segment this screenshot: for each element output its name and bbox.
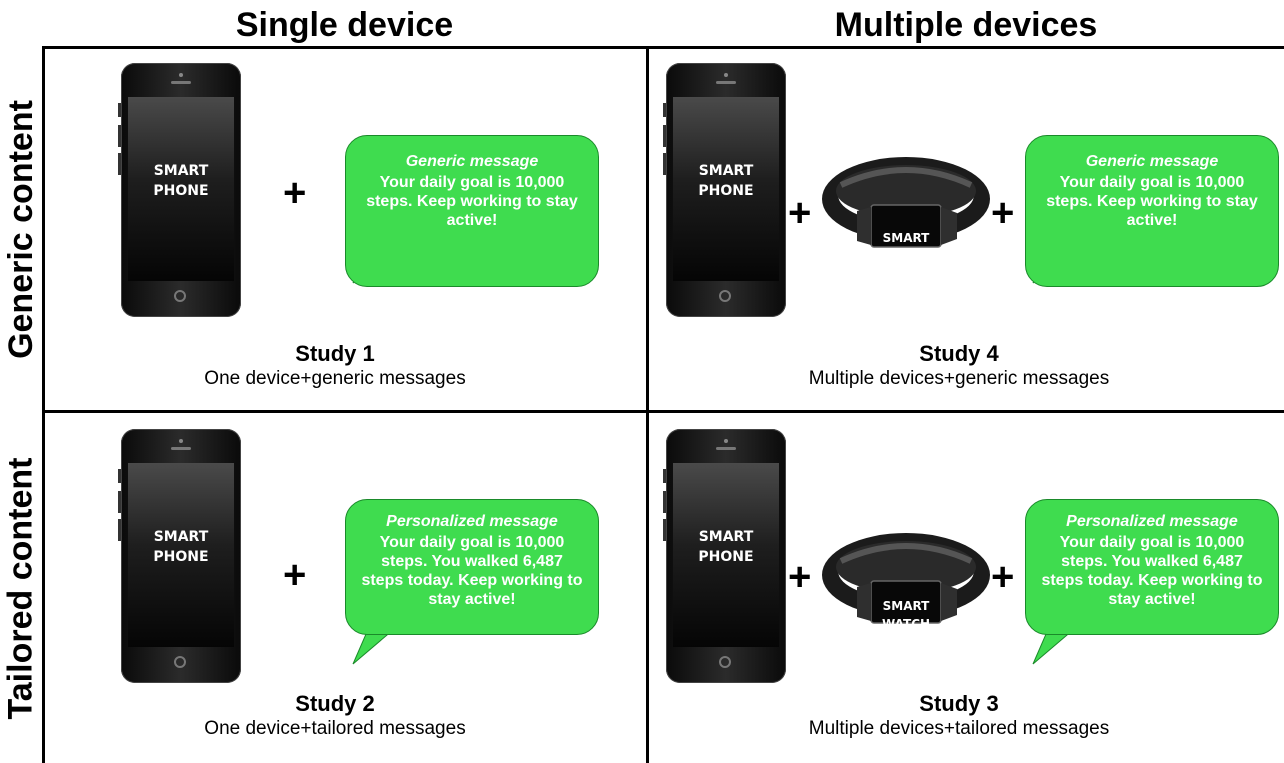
study-title: Study 4 [919, 341, 999, 366]
personalized-message-bubble: Personalized message Your daily goal is … [345, 499, 599, 635]
smartphone-label: SMART PHONE [698, 529, 754, 565]
study-subtitle: Multiple devices+generic messages [808, 368, 1110, 389]
study-4-caption: Study 4 Multiple devices+generic message… [749, 341, 1169, 391]
study-title: Study 2 [295, 691, 375, 716]
smartwatch-label: SMART WATCH [881, 231, 931, 263]
message-body: Your daily goal is 10,000 steps. You wal… [361, 534, 583, 608]
plus-icon: + [991, 191, 1015, 235]
smartwatch-icon [822, 533, 990, 624]
study-subtitle: Multiple devices+tailored messages [808, 718, 1110, 739]
grid-line-vertical-middle [646, 46, 649, 763]
row-header-tailored-content: Tailored content [1, 457, 40, 719]
smartphone-icon: SMART PHONE [663, 429, 786, 683]
grid-line-left [42, 46, 45, 763]
message-type: Generic message [1085, 153, 1219, 170]
message-type: Personalized message [386, 513, 558, 530]
plus-icon: + [788, 555, 812, 599]
message-type: Personalized message [1066, 513, 1238, 530]
smartwatch-label: SMART WATCH [881, 599, 931, 631]
plus-icon: + [283, 553, 307, 597]
cell-study-3: SMART PHONE + SMART WATCH + Personalized… [649, 413, 1284, 763]
message-body: Your daily goal is 10,000 steps. Keep wo… [366, 174, 578, 229]
study-subtitle: One device+generic messages [204, 368, 466, 389]
cell-study-1: SMART PHONE + Generic message Your daily… [45, 49, 646, 410]
message-type: Generic message [405, 153, 539, 170]
plus-icon: + [991, 555, 1015, 599]
row-header-generic-content: Generic content [1, 99, 40, 359]
smartphone-icon: SMART PHONE [118, 63, 241, 317]
smartphone-icon: SMART PHONE [663, 63, 786, 317]
cell-study-2: SMART PHONE + Personalized message Your … [45, 413, 646, 763]
plus-icon: + [788, 191, 812, 235]
study-1-caption: Study 1 One device+generic messages [145, 341, 525, 391]
study-3-caption: Study 3 Multiple devices+tailored messag… [749, 691, 1169, 741]
smartphone-label: SMART PHONE [698, 163, 754, 199]
column-header-single-device: Single device [235, 6, 454, 44]
message-body: Your daily goal is 10,000 steps. You wal… [1041, 534, 1263, 608]
column-header-multiple-devices: Multiple devices [834, 6, 1098, 44]
grid-line-top [42, 46, 1284, 49]
generic-message-bubble: Generic message Your daily goal is 10,00… [345, 135, 599, 287]
cell-study-4: SMART PHONE + SMART WATCH + Generic mess… [649, 49, 1284, 410]
study-subtitle: One device+tailored messages [204, 718, 466, 739]
smartwatch-icon [822, 157, 990, 248]
personalized-message-bubble: Personalized message Your daily goal is … [1025, 499, 1279, 635]
plus-icon: + [283, 171, 307, 215]
smartphone-label: SMART PHONE [153, 529, 209, 565]
grid-line-horizontal-middle [42, 410, 1284, 413]
study-title: Study 1 [295, 341, 375, 366]
study-2-caption: Study 2 One device+tailored messages [145, 691, 525, 741]
smartphone-label: SMART PHONE [153, 163, 209, 199]
study-title: Study 3 [919, 691, 999, 716]
message-body: Your daily goal is 10,000 steps. Keep wo… [1046, 174, 1258, 229]
smartphone-icon: SMART PHONE [118, 429, 241, 683]
generic-message-bubble: Generic message Your daily goal is 10,00… [1025, 135, 1279, 287]
